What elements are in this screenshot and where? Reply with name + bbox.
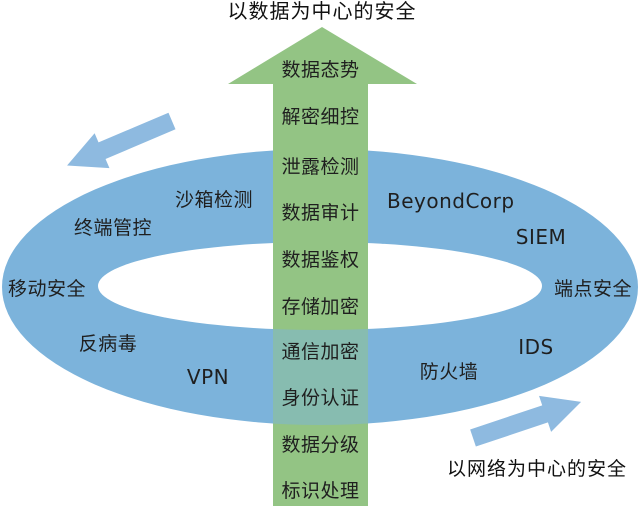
- arrow-label-label-processing: 标识处理: [281, 480, 360, 502]
- ring-label-mobile-security: 移动安全: [7, 278, 86, 300]
- ring-label-antivirus: 反病毒: [78, 333, 138, 355]
- ring-label-beyondcorp: BeyondCorp: [387, 189, 515, 213]
- ring-label-firewall: 防火墙: [419, 361, 479, 383]
- arrow-label-data-classification: 数据分级: [281, 434, 360, 456]
- arrow-label-storage-encryption: 存储加密: [281, 296, 360, 318]
- rotation-arrow-top-left-icon: [67, 112, 176, 169]
- title-data-centric: 以数据为中心的安全: [227, 0, 417, 23]
- ring-front-band-overlay: [272, 287, 369, 425]
- arrow-label-identity-auth: 身份认证: [281, 387, 360, 409]
- arrow-label-leak-detection: 泄露检测: [281, 156, 360, 178]
- arrow-label-decrypt-control: 解密细控: [281, 106, 360, 128]
- ring-label-sandbox-detection: 沙箱检测: [174, 189, 253, 211]
- ring-label-ids: IDS: [518, 335, 554, 359]
- arrow-label-data-authentication: 数据鉴权: [281, 249, 360, 271]
- ring-label-siem: SIEM: [515, 225, 567, 249]
- arrow-label-comm-encryption: 通信加密: [281, 341, 360, 363]
- ring-label-endpoint-management: 终端管控: [73, 217, 152, 239]
- title-network-centric: 以网络为中心的安全: [446, 458, 627, 480]
- arrow-label-data-audit: 数据审计: [281, 202, 360, 224]
- ring-label-vpn: VPN: [186, 365, 230, 389]
- rotation-arrow-bottom-right-icon: [470, 395, 582, 447]
- ring-label-endpoint-security: 端点安全: [553, 278, 632, 300]
- arrow-label-data-posture: 数据态势: [281, 59, 360, 81]
